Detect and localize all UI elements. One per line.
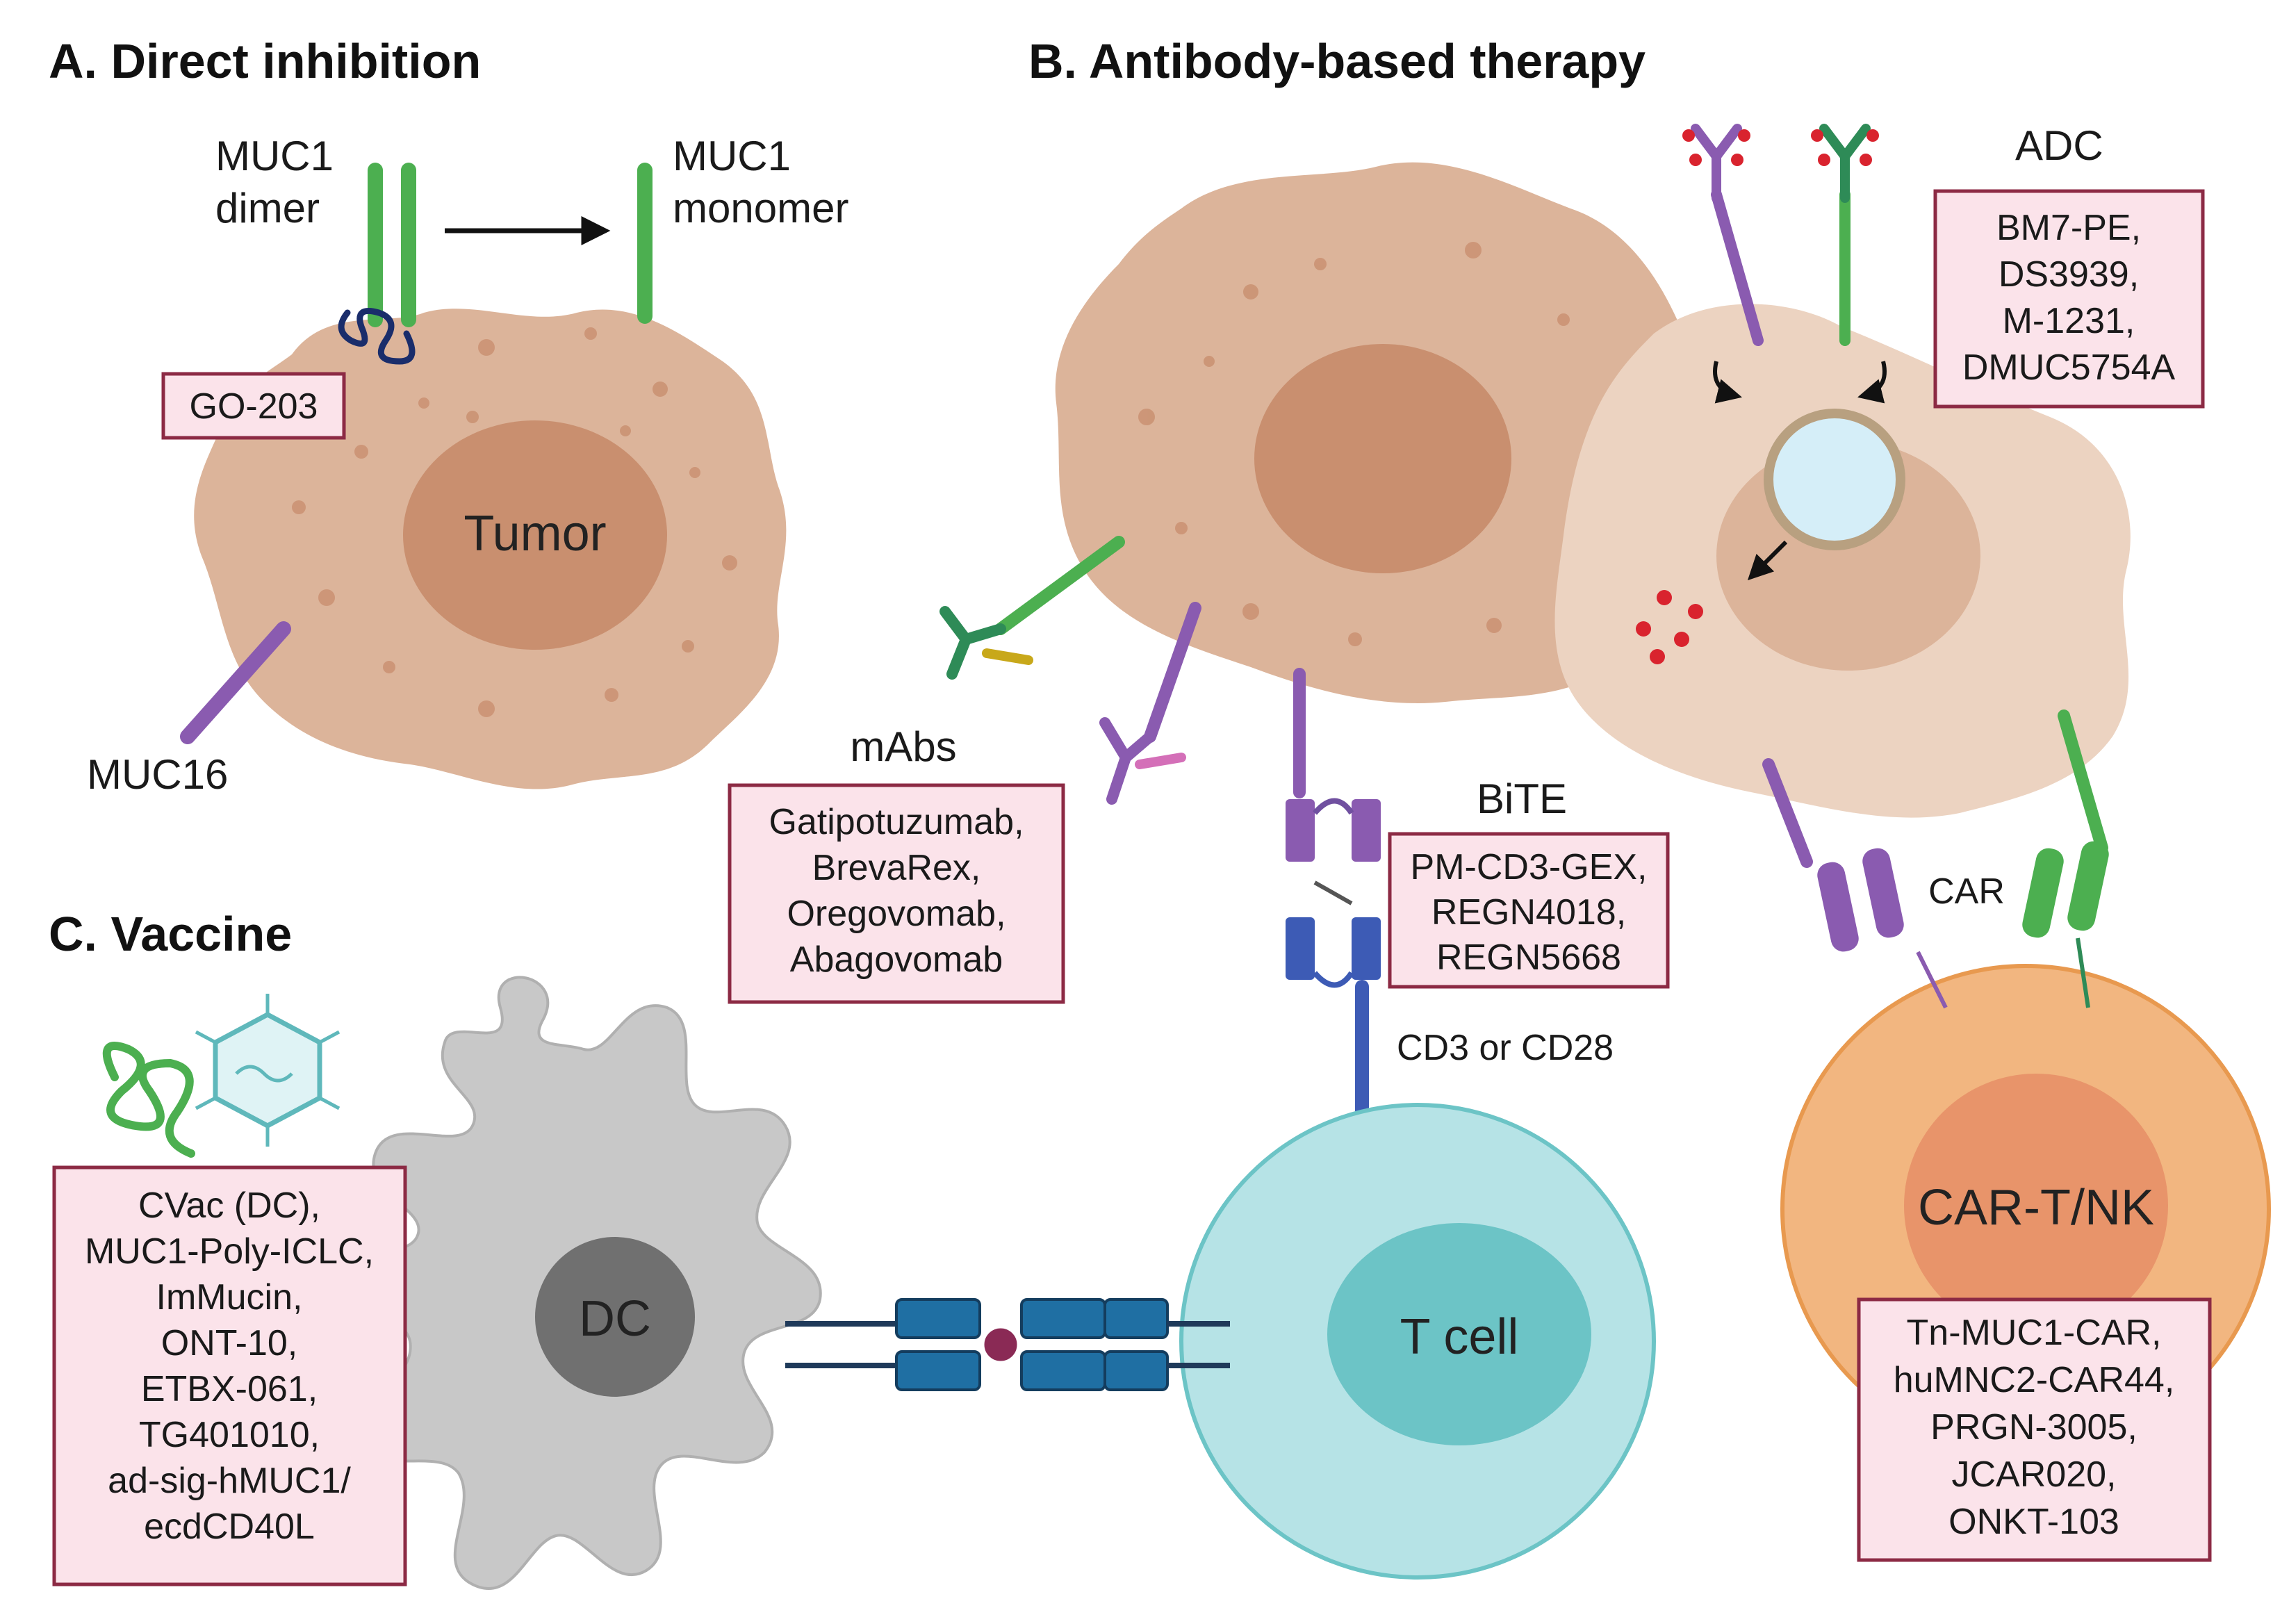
adc-drug-3: M-1231, (2003, 301, 2135, 341)
muc16-label: MUC16 (87, 751, 228, 798)
panel-b-title: B. Antibody-based therapy (1028, 34, 1646, 88)
bite-drugs-box: PM-CD3-GEX, REGN4018, REGN5668 (1388, 832, 1670, 989)
go203-peptide-icon (338, 308, 416, 365)
adc-drugs-box: BM7-PE, DS3939, M-1231, DMUC5754A (1933, 189, 2205, 409)
adc-drug-1: BM7-PE, (1996, 208, 2141, 248)
muc1-monomer-label-line1: MUC1 (673, 133, 791, 179)
t-cell: T cell (1179, 1103, 1656, 1580)
mhc-tcr-synapse (785, 1298, 1230, 1391)
vaccine-1: CVac (DC), (138, 1186, 320, 1226)
dc-label: DC (579, 1291, 651, 1347)
t-cell-label: T cell (1400, 1309, 1519, 1365)
mabs-label: mAbs (850, 723, 956, 770)
cart-drug-1: Tn-MUC1-CAR, (1907, 1313, 2162, 1353)
endosome-icon (1764, 409, 1905, 550)
mab-drug-2: BrevaRex, (812, 848, 981, 888)
muc16-receptor (180, 621, 291, 744)
go203-box: GO-203 (161, 372, 346, 440)
tumor-b-nucleus (1254, 344, 1511, 573)
adc-antibody-purple (1682, 129, 1764, 346)
vaccine-drugs-box: CVac (DC), MUC1-Poly-ICLC, ImMucin, ONT-… (52, 1165, 407, 1586)
tumor-nucleus (403, 420, 667, 650)
tumor-cell-adc (1554, 304, 2131, 818)
panel-c-title: C. Vaccine (49, 907, 292, 961)
vaccine-5: ETBX-061, (141, 1369, 318, 1409)
muc1-dimer-label-line1: MUC1 (215, 133, 334, 179)
internalization-arrow-right (1857, 361, 1887, 404)
adc-drug-4: DMUC5754A (1962, 347, 2176, 388)
t-cell-nucleus (1327, 1223, 1591, 1445)
muc1-dimer-receptor (368, 163, 416, 327)
viral-vector-icon (195, 994, 340, 1147)
peptide-antigen-icon (102, 1042, 195, 1158)
car-receptor-green (2022, 710, 2109, 1008)
cd3-cd28-label: CD3 or CD28 (1397, 1028, 1614, 1068)
vaccine-4: ONT-10, (161, 1323, 298, 1363)
tumor-granules (292, 327, 737, 717)
bite-drug-3: REGN5668 (1436, 937, 1621, 978)
mab-drug-4: Abagovomab (790, 940, 1003, 980)
cart-label: CAR-T/NK (1918, 1180, 2154, 1236)
vaccine-7: ad-sig-hMUC1/ (108, 1461, 351, 1501)
go203-label: GO-203 (190, 386, 318, 427)
mab-drug-1: Gatipotuzumab, (769, 802, 1024, 842)
internalization-arrow-left (1713, 361, 1742, 404)
bite-drug-1: PM-CD3-GEX, (1411, 847, 1648, 887)
cart-nucleus (1904, 1074, 2168, 1338)
cart-drugs-box: Tn-MUC1-CAR, huMNC2-CAR44, PRGN-3005, JC… (1857, 1297, 2212, 1562)
released-payload-icon (1636, 590, 1703, 664)
adc-antibody-green (1811, 129, 1879, 346)
vaccine-6: TG401010, (139, 1415, 320, 1455)
cart-drug-3: PRGN-3005, (1930, 1407, 2137, 1447)
panel-a-title: A. Direct inhibition (49, 34, 481, 88)
car-label: CAR (1928, 871, 2005, 912)
cart-drug-4: JCAR020, (1952, 1454, 2117, 1495)
bite-label: BiTE (1477, 776, 1567, 822)
dendritic-cell: DC (325, 976, 822, 1591)
antigen-peptide-icon (980, 1324, 1021, 1365)
muc1-dimer-label-line2: dimer (215, 185, 320, 231)
bite-construct (1286, 668, 1381, 1126)
tumor-label: Tumor (463, 506, 606, 561)
vaccine-8: ecdCD40L (144, 1507, 315, 1547)
payload-release-arrow (1747, 540, 1788, 581)
car-receptor-purple (1762, 758, 1948, 1009)
adc-drug-2: DS3939, (1999, 254, 2139, 295)
cart-drug-5: ONKT-103 (1948, 1502, 2119, 1542)
muc1-monomer-label-line2: monomer (673, 185, 848, 231)
mab-antibody-purple (1099, 602, 1201, 805)
vaccine-3: ImMucin, (156, 1277, 303, 1318)
tumor-cell-b (1055, 162, 1698, 703)
mab-antibody-green (939, 536, 1125, 680)
vaccine-2: MUC1-Poly-ICLC, (85, 1231, 374, 1272)
dc-nucleus (535, 1237, 695, 1397)
mabs-drugs-box: Gatipotuzumab, BrevaRex, Oregovomab, Aba… (728, 783, 1065, 1004)
tumor-b-granules (1138, 242, 1619, 646)
bite-drug-2: REGN4018, (1431, 892, 1626, 933)
cart-drug-2: huMNC2-CAR44, (1894, 1360, 2175, 1400)
mab-drug-3: Oregovomab, (787, 894, 1006, 934)
adc-label: ADC (2015, 122, 2103, 169)
